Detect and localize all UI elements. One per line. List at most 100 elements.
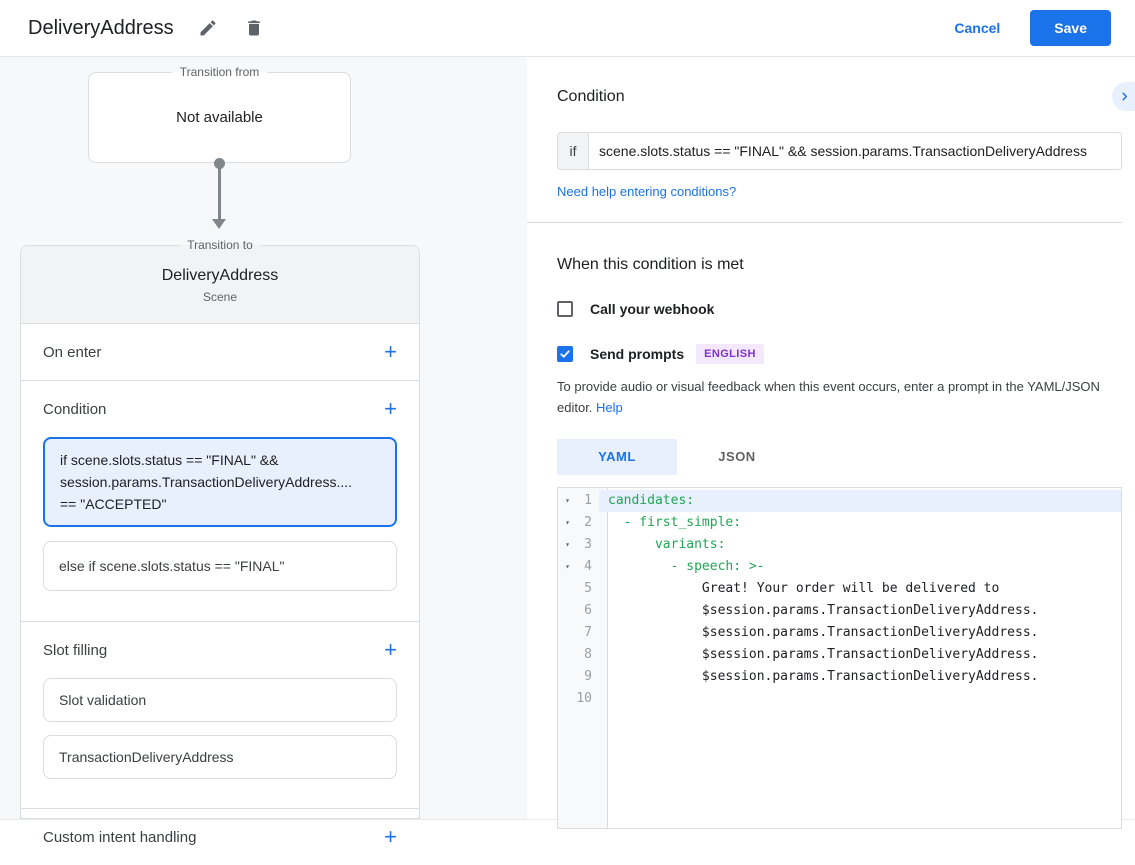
page-title: DeliveryAddress xyxy=(28,16,174,39)
code-line[interactable]: 9 $session.params.TransactionDeliveryAdd… xyxy=(558,666,1121,688)
call-webhook-label: Call your webhook xyxy=(590,301,715,317)
condition-line: session.params.TransactionDeliveryAddres… xyxy=(60,474,353,490)
code-text: $session.params.TransactionDeliveryAddre… xyxy=(608,669,1039,685)
cancel-button[interactable]: Cancel xyxy=(938,12,1016,44)
tab-yaml[interactable]: YAML xyxy=(557,438,677,475)
help-link[interactable]: Help xyxy=(596,399,623,415)
code-line[interactable]: ▾ 2 - first_simple: xyxy=(558,512,1121,534)
condition-editor-panel: Condition if scene.slots.status == "FINA… xyxy=(527,57,1135,829)
collapse-panel-button[interactable] xyxy=(1112,82,1135,111)
line-number: 5 xyxy=(584,581,592,597)
send-prompts-row: Send prompts ENGLISH xyxy=(557,344,1122,364)
yaml-editor[interactable]: ▾ 1 candidates: ▾ 2 - first_simple: ▾ 3 … xyxy=(557,486,1122,829)
code-line[interactable]: ▾ 1 candidates: xyxy=(558,489,1121,512)
condition-line: if scene.slots.status == "FINAL" && xyxy=(60,452,279,468)
code-text: $session.params.TransactionDeliveryAddre… xyxy=(608,647,1039,663)
condition-line: else if scene.slots.status == "FINAL" xyxy=(59,558,285,574)
code-line[interactable]: 8 $session.params.TransactionDeliveryAdd… xyxy=(558,644,1121,666)
call-webhook-checkbox[interactable] xyxy=(557,301,573,317)
code-line[interactable]: 6 $session.params.TransactionDeliveryAdd… xyxy=(558,600,1121,622)
line-number: 1 xyxy=(584,493,592,509)
language-badge: ENGLISH xyxy=(696,344,764,364)
condition-expression-input[interactable]: scene.slots.status == "FINAL" && session… xyxy=(599,143,1087,159)
editor-tabs: YAML JSON xyxy=(557,438,1122,475)
line-number: 10 xyxy=(576,691,592,707)
transition-from-box[interactable]: Transition from Not available xyxy=(88,65,351,163)
fold-arrow-icon[interactable]: ▾ xyxy=(565,540,570,550)
line-number: 7 xyxy=(584,625,592,641)
main-area: Transition from Not available Transition… xyxy=(0,57,1135,848)
code-text: $session.params.TransactionDeliveryAddre… xyxy=(608,625,1039,641)
code-line[interactable]: 7 $session.params.TransactionDeliveryAdd… xyxy=(558,622,1121,644)
scene-name: DeliveryAddress xyxy=(161,267,279,284)
transition-to-label: Transition to xyxy=(179,238,261,252)
prompt-description-text: To provide audio or visual feedback when… xyxy=(557,379,1100,415)
line-number: 8 xyxy=(584,647,592,663)
scene-diagram-panel: Transition from Not available Transition… xyxy=(0,57,527,848)
if-prefix: if xyxy=(558,133,589,169)
code-line[interactable]: 10 xyxy=(558,688,1121,710)
code-text: - speech: >- xyxy=(608,559,765,575)
panel-divider xyxy=(527,222,1122,223)
slot-card-transaction-delivery-address[interactable]: TransactionDeliveryAddress xyxy=(43,735,397,779)
custom-intent-label: Custom intent handling xyxy=(43,828,197,846)
on-enter-label: On enter xyxy=(43,343,102,361)
line-number: 3 xyxy=(584,537,592,553)
add-condition-icon[interactable]: + xyxy=(384,396,397,421)
slot-card-validation[interactable]: Slot validation xyxy=(43,678,397,722)
section-slot-filling: Slot filling + Slot validation Transacti… xyxy=(21,621,419,808)
fold-arrow-icon[interactable]: ▾ xyxy=(565,496,570,506)
fold-arrow-icon[interactable]: ▾ xyxy=(565,562,570,572)
section-on-enter: On enter + xyxy=(21,324,419,380)
prompt-description: To provide audio or visual feedback when… xyxy=(557,377,1122,419)
scene-card: Transition to DeliveryAddress Scene On e… xyxy=(20,238,420,848)
condition-label: Condition xyxy=(43,400,107,418)
fold-arrow-icon[interactable]: ▾ xyxy=(565,518,570,528)
condition-card-selected[interactable]: if scene.slots.status == "FINAL" && sess… xyxy=(43,437,397,527)
pencil-icon xyxy=(200,20,216,36)
send-prompts-label: Send prompts xyxy=(590,346,685,362)
code-text: $session.params.TransactionDeliveryAddre… xyxy=(608,603,1039,619)
save-button[interactable]: Save xyxy=(1030,10,1111,46)
code-text: Great! Your order will be delivered to xyxy=(608,581,1000,597)
add-custom-intent-icon[interactable]: + xyxy=(384,824,397,849)
send-prompts-checkbox[interactable] xyxy=(557,346,573,362)
code-line[interactable]: ▾ 3 variants: xyxy=(558,534,1121,556)
transition-from-value: Not available xyxy=(176,109,263,126)
when-met-title: When this condition is met xyxy=(557,256,744,273)
code-line[interactable]: ▾ 4 - speech: >- xyxy=(558,556,1121,578)
edit-icon[interactable] xyxy=(196,16,220,40)
condition-panel-title: Condition xyxy=(557,88,625,105)
trash-icon xyxy=(247,20,260,36)
connector-arrowhead-icon xyxy=(212,219,226,229)
condition-expression-field: if scene.slots.status == "FINAL" && sess… xyxy=(557,132,1122,170)
code-text: candidates: xyxy=(599,489,1121,512)
editor-gutter xyxy=(558,487,608,828)
delete-icon[interactable] xyxy=(242,16,266,40)
slot-filling-label: Slot filling xyxy=(43,641,108,659)
condition-line: == "ACCEPTED" xyxy=(60,496,167,512)
connector-line xyxy=(218,163,221,220)
line-number: 9 xyxy=(584,669,592,685)
webhook-row: Call your webhook xyxy=(557,301,1122,317)
transition-to-box[interactable]: Transition to DeliveryAddress Scene xyxy=(21,238,419,324)
section-condition: Condition + if scene.slots.status == "FI… xyxy=(21,380,419,621)
add-on-enter-icon[interactable]: + xyxy=(384,339,397,364)
condition-help-link[interactable]: Need help entering conditions? xyxy=(557,184,737,199)
line-number: 6 xyxy=(584,603,592,619)
top-bar: DeliveryAddress Cancel Save xyxy=(0,0,1135,57)
chevron-right-icon xyxy=(1122,92,1128,101)
scene-type-label: Scene xyxy=(202,290,238,304)
condition-card[interactable]: else if scene.slots.status == "FINAL" xyxy=(43,541,397,591)
line-number: 4 xyxy=(584,559,592,575)
tab-json[interactable]: JSON xyxy=(718,449,756,465)
code-text xyxy=(599,688,1121,710)
code-text: variants: xyxy=(608,537,726,553)
add-slot-icon[interactable]: + xyxy=(384,637,397,662)
checkmark-icon xyxy=(560,350,570,358)
line-number: 2 xyxy=(584,515,592,531)
section-custom-intent: Custom intent handling + xyxy=(21,808,419,865)
code-text: - first_simple: xyxy=(608,515,742,531)
transition-from-label: Transition from xyxy=(171,65,268,79)
code-line[interactable]: 5 Great! Your order will be delivered to xyxy=(558,578,1121,600)
